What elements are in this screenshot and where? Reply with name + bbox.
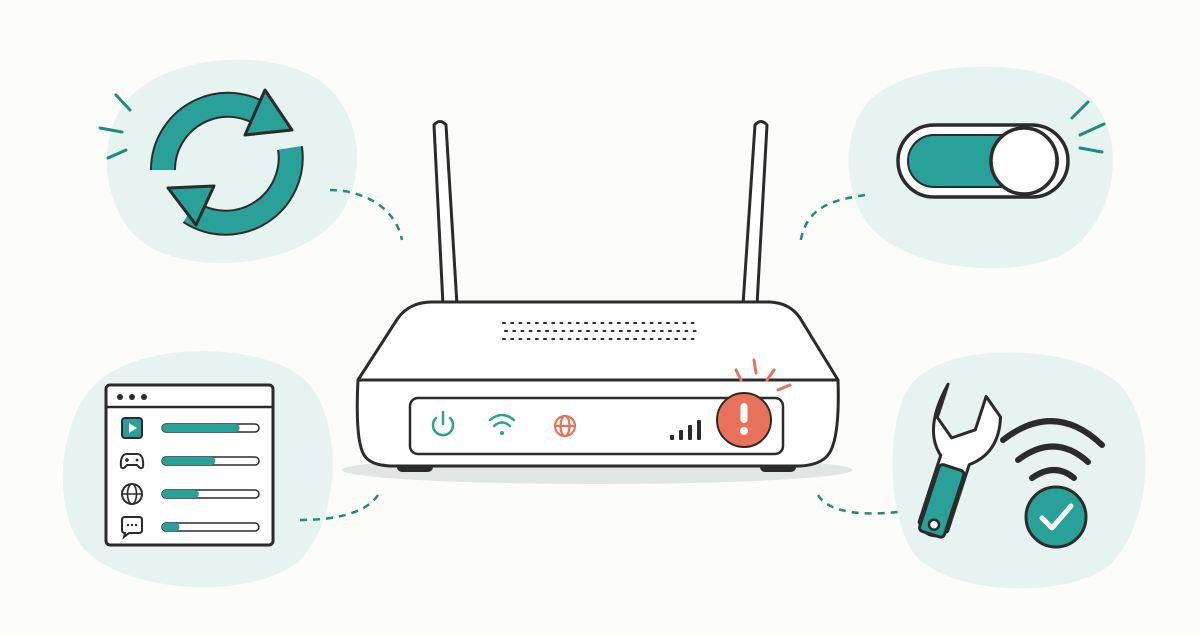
vent-grille: [502, 322, 697, 340]
globe-icon: [553, 414, 577, 438]
usage-list: [119, 417, 260, 540]
restart-panel: [98, 59, 404, 264]
fixed-panel: [816, 352, 1146, 589]
usage-bar-fill: [162, 523, 180, 531]
toggle-connector: [798, 193, 866, 246]
signal-bar: [688, 425, 692, 440]
restart-blob: [107, 59, 357, 264]
usage-bar-fill: [162, 457, 216, 465]
fixed-connector: [816, 494, 899, 515]
antenna-right: [741, 120, 769, 307]
router-top: [356, 300, 840, 382]
refresh-arrows-icon: [149, 88, 304, 236]
signal-bar: [697, 420, 701, 440]
alert-rays: [734, 358, 792, 392]
play-icon: [121, 417, 143, 439]
fixed-blob: [892, 352, 1146, 589]
wrench-icon: [917, 382, 1003, 539]
gamepad-icon: [119, 453, 145, 470]
bandwidth-connector: [299, 494, 380, 522]
list-item: [121, 516, 260, 540]
chat-icon: [121, 516, 143, 540]
router: [342, 120, 852, 484]
list-item: [121, 483, 260, 505]
globe-icon: [121, 483, 143, 505]
toggle-switch-icon: [896, 123, 1070, 199]
wifi-icon: [488, 413, 516, 435]
motion-lines: [1070, 100, 1106, 154]
motion-lines: [98, 93, 132, 160]
usage-bar-fill: [162, 424, 240, 432]
exclamation-icon: [716, 392, 772, 448]
list-item: [121, 417, 260, 439]
signal-bar: [670, 435, 674, 440]
bandwidth-panel: [62, 351, 380, 588]
wifi-check-icon: [1000, 418, 1105, 549]
signal-bar: [679, 430, 683, 440]
usage-bar-fill: [162, 490, 199, 498]
restart-connector: [329, 188, 404, 241]
power-icon: [431, 410, 455, 437]
toggle-panel: [798, 66, 1113, 269]
list-item: [119, 453, 260, 470]
signal-bars: [670, 420, 701, 440]
antenna-left: [432, 120, 459, 307]
